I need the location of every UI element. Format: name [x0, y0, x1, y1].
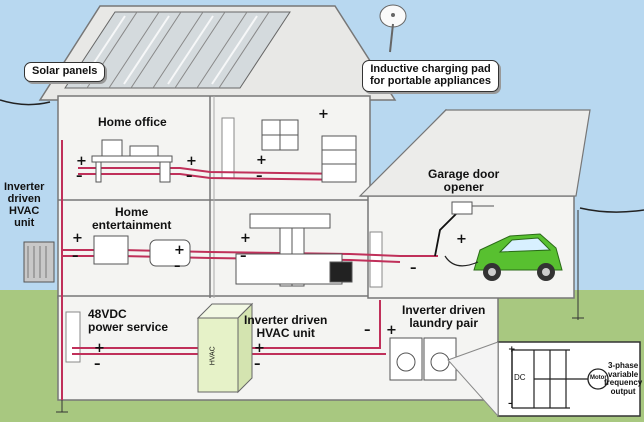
- three-phase-line-1: 3-phase: [608, 361, 639, 370]
- car-icon: [473, 233, 563, 281]
- three-phase-line-4: output: [610, 386, 636, 396]
- minus-sign: –: [410, 261, 417, 276]
- power-service-line-1: 48VDC: [88, 307, 127, 321]
- outdoor-hvac-line-4: unit: [14, 216, 35, 229]
- outdoor-hvac-line-3: HVAC: [9, 204, 40, 217]
- tv-icon: [93, 235, 191, 267]
- three-phase-line-3: frequency: [604, 378, 643, 388]
- inside-hvac-line-1: Inverter driven: [244, 313, 328, 327]
- inverter-schematic: [447, 341, 641, 418]
- power-service-line-2: power service: [88, 319, 169, 334]
- minus-sign: –: [174, 259, 181, 274]
- plus-sign: +: [386, 323, 397, 338]
- satellite-dish-icon: [379, 4, 407, 53]
- plus-sign: +: [456, 232, 467, 247]
- inside-hvac-label: Inverter driven HVAC unit: [244, 314, 327, 340]
- plus-sign: +: [94, 341, 105, 356]
- outdoor-hvac-label: Inverter driven HVAC unit: [4, 181, 45, 230]
- outdoor-hvac-unit: [23, 241, 55, 283]
- minus-sign: –: [254, 357, 261, 372]
- minus-sign: –: [364, 323, 371, 338]
- dc-label: DC: [514, 373, 526, 382]
- laundry-label: Inverter driven laundry pair: [402, 304, 485, 330]
- power-service-label: 48VDC power service: [88, 308, 168, 334]
- home-entertainment-line-2: entertainment: [92, 217, 172, 232]
- motor-icon: [587, 368, 609, 390]
- inductive-pad-label: Inductive charging pad for portable appl…: [362, 60, 500, 92]
- minus-sign: –: [256, 169, 263, 184]
- garage-door-label: Garage door opener: [428, 168, 499, 194]
- home-entertainment-label: Home entertainment: [92, 206, 171, 232]
- hvac-tag: HVAC: [209, 346, 217, 366]
- garage-door-line-2: opener: [443, 179, 484, 194]
- home-office-label: Home office: [98, 115, 167, 129]
- outdoor-hvac-line-1: Inverter: [4, 181, 45, 193]
- minus-sign: –: [72, 249, 79, 264]
- laundry-line-2: laundry pair: [409, 315, 479, 330]
- plus-sign: +: [186, 154, 197, 169]
- three-phase-label: 3-phase variable frequency output: [604, 361, 643, 397]
- home-entertainment-line-1: Home: [115, 205, 149, 219]
- inductive-pad-line-2: for portable appliances: [370, 74, 492, 87]
- plus-sign: +: [76, 154, 87, 169]
- minus-sign: –: [186, 169, 193, 184]
- computer-icon: [91, 139, 173, 183]
- plus-sign: +: [72, 231, 83, 246]
- plus-sign: +: [174, 243, 185, 258]
- laundry-line-1: Inverter driven: [402, 303, 486, 317]
- minus-sign: –: [508, 399, 513, 409]
- minus-sign: –: [94, 357, 101, 372]
- plus-sign: +: [254, 341, 265, 356]
- plus-sign: +: [318, 107, 329, 122]
- garage-door-line-1: Garage door: [428, 167, 500, 181]
- hvac-unit-inside: [196, 302, 254, 394]
- inductive-pad-line-1: Inductive charging pad: [370, 63, 491, 75]
- outdoor-hvac-line-2: driven: [7, 192, 41, 205]
- motor-label: Motor: [590, 375, 607, 381]
- plus-sign: +: [240, 231, 251, 246]
- minus-sign: –: [76, 169, 83, 184]
- three-phase-line-2: variable: [607, 369, 639, 379]
- solar-panel-array: [64, 11, 291, 89]
- plus-sign: +: [508, 345, 516, 355]
- solar-panels-label: Solar panels: [24, 62, 106, 82]
- minus-sign: –: [240, 249, 247, 264]
- inside-hvac-line-2: HVAC unit: [256, 325, 315, 340]
- plus-sign: +: [256, 153, 267, 168]
